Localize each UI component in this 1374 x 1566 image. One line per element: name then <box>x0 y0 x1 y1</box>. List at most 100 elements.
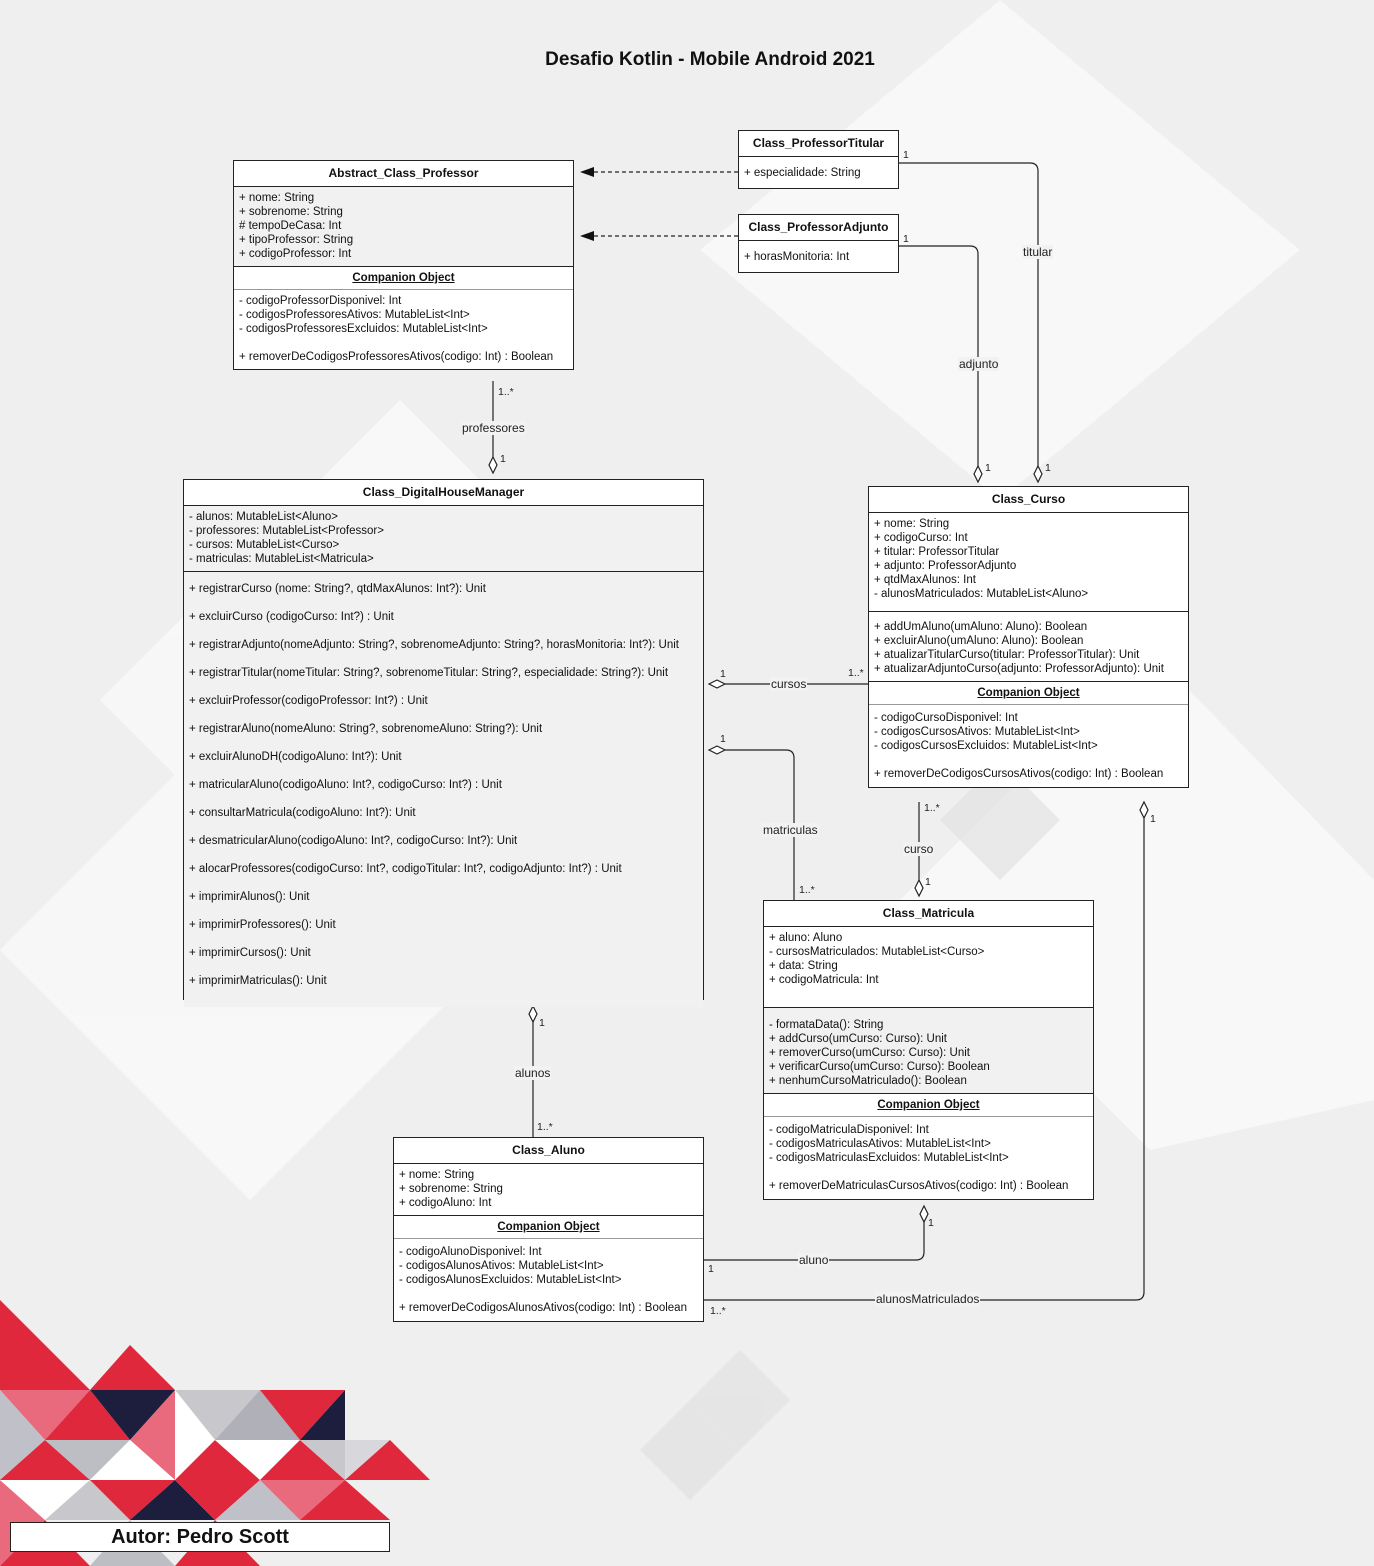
companion-object-label: Companion Object <box>869 681 1188 705</box>
method: + imprimirMatriculas(): Unit <box>189 975 327 987</box>
attribute: - codigoMatriculaDisponivel: Int <box>769 1124 929 1136</box>
multiplicity: 1..* <box>710 1305 726 1317</box>
class-name: Abstract_Class_Professor <box>234 161 573 187</box>
method: - formataData(): String <box>769 1019 884 1031</box>
multiplicity: 1 <box>985 462 991 474</box>
attributes: + especialidade: String <box>739 157 898 188</box>
method: + consultarMatricula(codigoAluno: Int?):… <box>189 807 416 819</box>
attribute: + horasMonitoria: Int <box>744 251 850 263</box>
attribute: # tempoDeCasa: Int <box>239 220 342 232</box>
author-label: Autor: Pedro Scott <box>10 1522 390 1552</box>
attribute: - codigosMatriculasExcluidos: MutableLis… <box>769 1152 1009 1164</box>
relation-label-cursos: cursos <box>770 677 808 691</box>
companion-object-label: Companion Object <box>234 266 573 290</box>
class-name: Class_Matricula <box>764 901 1093 927</box>
attribute: + sobrenome: String <box>239 206 343 218</box>
attribute: + codigoCurso: Int <box>874 532 968 544</box>
class-name: Class_ProfessorTitular <box>739 131 898 157</box>
multiplicity: 1 <box>708 1263 714 1275</box>
attribute: + nome: String <box>239 192 315 204</box>
methods: + addUmAluno(umAluno: Aluno): Boolean + … <box>869 611 1188 681</box>
attribute: + codigoMatricula: Int <box>769 974 879 986</box>
class-professor-adjunto: Class_ProfessorAdjunto + horasMonitoria:… <box>738 214 899 273</box>
relation-label-adjunto: adjunto <box>958 357 1000 371</box>
diamond-cursos <box>707 679 727 689</box>
multiplicity: 1..* <box>498 386 514 398</box>
diamond-matriculas <box>707 745 727 755</box>
method: + matricularAluno(codigoAluno: Int?, cod… <box>189 779 502 791</box>
attribute: - cursosMatriculados: MutableList<Curso> <box>769 946 985 958</box>
attribute: - codigosAlunosAtivos: MutableList<Int> <box>399 1260 604 1272</box>
attribute: - codigoCursoDisponivel: Int <box>874 712 1018 724</box>
attribute: + tipoProfessor: String <box>239 234 354 246</box>
attribute: + titular: ProfessorTitular <box>874 546 1000 558</box>
method: + registrarCurso (nome: String?, qtdMaxA… <box>189 583 486 595</box>
methods: - formataData(): String + addCurso(umCur… <box>764 1007 1093 1093</box>
attribute: - cursos: MutableList<Curso> <box>189 539 340 551</box>
class-name: Class_Curso <box>869 487 1188 513</box>
attributes: - alunos: MutableList<Aluno> - professor… <box>184 506 703 571</box>
method: + excluirAluno(umAluno: Aluno): Boolean <box>874 635 1084 647</box>
attribute: + qtdMaxAlunos: Int <box>874 574 976 586</box>
attribute: - matriculas: MutableList<Matricula> <box>189 553 374 565</box>
method: + removerDeCodigosProfessoresAtivos(codi… <box>239 351 554 363</box>
connector-matriculas <box>725 749 795 900</box>
multiplicity: 1 <box>500 453 506 465</box>
attribute: + sobrenome: String <box>399 1183 503 1195</box>
class-professor-titular: Class_ProfessorTitular + especialidade: … <box>738 130 899 189</box>
multiplicity: 1 <box>1045 462 1051 474</box>
method: + excluirCurso (codigoCurso: Int?) : Uni… <box>189 611 394 623</box>
multiplicity: 1 <box>925 876 931 888</box>
attributes: + nome: String + sobrenome: String # tem… <box>234 187 573 266</box>
method: + imprimirCursos(): Unit <box>189 947 311 959</box>
relation-label-matriculas: matriculas <box>762 823 819 837</box>
corner-triangles <box>0 1300 430 1566</box>
class-professor: Abstract_Class_Professor + nome: String … <box>233 160 574 370</box>
method: + removerCurso(umCurso: Curso): Unit <box>769 1047 970 1059</box>
class-name: Class_DigitalHouseManager <box>184 480 703 506</box>
method: + atualizarTitularCurso(titular: Profess… <box>874 649 1140 661</box>
relation-label-aluno: aluno <box>798 1253 830 1267</box>
method: + registrarTitular(nomeTitular: String?,… <box>189 667 669 679</box>
attributes: + aluno: Aluno - cursosMatriculados: Mut… <box>764 927 1093 1007</box>
multiplicity: 1 <box>903 233 909 245</box>
companion-object-label: Companion Object <box>764 1093 1093 1117</box>
attribute: - codigosAlunosExcluidos: MutableList<In… <box>399 1274 622 1286</box>
multiplicity: 1..* <box>799 884 815 896</box>
method: + registrarAluno(nomeAluno: String?, sob… <box>189 723 543 735</box>
attribute: + aluno: Aluno <box>769 932 843 944</box>
method: + excluirProfessor(codigoProfessor: Int?… <box>189 695 428 707</box>
connector-titular <box>898 162 1039 466</box>
multiplicity: 1 <box>1150 813 1156 825</box>
class-curso: Class_Curso + nome: String + codigoCurso… <box>868 486 1189 788</box>
multiplicity: 1..* <box>848 667 864 679</box>
relation-label-curso: curso <box>903 842 935 856</box>
attribute: - codigosCursosAtivos: MutableList<Int> <box>874 726 1080 738</box>
attributes: + nome: String + sobrenome: String + cod… <box>394 1164 703 1215</box>
method: + removerDeMatriculasCursosAtivos(codigo… <box>769 1180 1069 1192</box>
multiplicity: 1 <box>720 733 726 745</box>
diamond-adjunto <box>973 464 983 484</box>
method: + alocarProfessores(codigoCurso: Int?, c… <box>189 863 622 875</box>
method: + addCurso(umCurso: Curso): Unit <box>769 1033 947 1045</box>
multiplicity: 1..* <box>537 1121 553 1133</box>
class-name: Class_Aluno <box>394 1138 703 1164</box>
multiplicity: 1 <box>903 149 909 161</box>
attribute: - codigosProfessoresAtivos: MutableList<… <box>239 309 470 321</box>
companion-object-label: Companion Object <box>394 1215 703 1239</box>
method: + verificarCurso(umCurso: Curso): Boolea… <box>769 1061 990 1073</box>
method: + removerDeCodigosCursosAtivos(codigo: I… <box>874 768 1164 780</box>
multiplicity: 1 <box>539 1017 545 1029</box>
method: + addUmAluno(umAluno: Aluno): Boolean <box>874 621 1088 633</box>
class-matricula: Class_Matricula + aluno: Aluno - cursosM… <box>763 900 1094 1200</box>
attribute: + codigoProfessor: Int <box>239 248 352 260</box>
multiplicity: 1 <box>928 1217 934 1229</box>
attribute: - codigoProfessorDisponivel: Int <box>239 295 402 307</box>
relation-label-alunos-matriculados: alunosMatriculados <box>875 1292 981 1306</box>
multiplicity: 1..* <box>924 802 940 814</box>
attribute: - codigosCursosExcluidos: MutableList<In… <box>874 740 1098 752</box>
class-aluno: Class_Aluno + nome: String + sobrenome: … <box>393 1137 704 1322</box>
connector-adjunto <box>898 245 979 466</box>
relation-label-alunos: alunos <box>514 1066 552 1080</box>
